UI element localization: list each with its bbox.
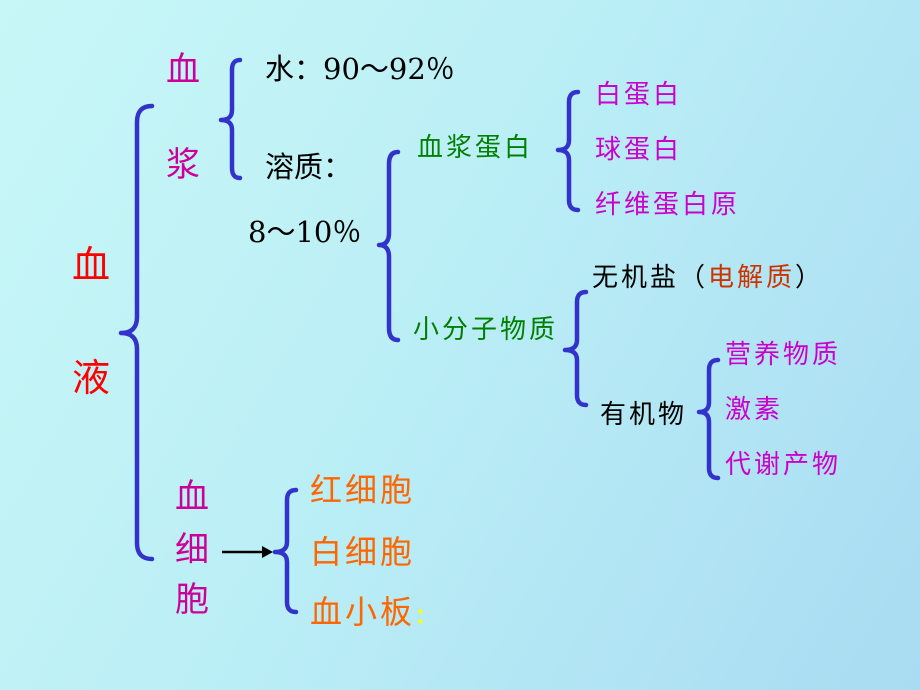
inorganic-salt-label: 无机盐（电解质） xyxy=(592,265,824,291)
organic-item: 营养物质 xyxy=(725,340,842,370)
brace-plasma xyxy=(218,57,243,181)
blood-cells-char-1: 血 xyxy=(175,477,209,517)
small-molecules-label: 小分子物质 xyxy=(413,315,559,345)
organic-label: 有机物 xyxy=(600,400,688,430)
blood-char-2: 液 xyxy=(72,356,111,400)
plasma-protein-item: 白蛋白 xyxy=(595,80,683,110)
plasma-protein-item: 球蛋白 xyxy=(595,135,683,165)
blood-cell-item: 红细胞 xyxy=(310,471,416,509)
trailing-colon: : xyxy=(415,593,429,631)
arrow-head-icon xyxy=(262,546,273,558)
organic-item: 代谢产物 xyxy=(725,450,842,480)
blood-cells-char-3: 胞 xyxy=(175,580,209,620)
brace-blood-cells xyxy=(272,487,299,615)
electrolyte-label: 电解质 xyxy=(708,263,796,293)
brace-plasma-protein xyxy=(555,89,581,213)
plasma-char-1: 血 xyxy=(166,50,200,90)
plasma-char-2: 浆 xyxy=(166,145,200,185)
solute-label: 溶质： xyxy=(265,150,353,184)
plasma-protein-label: 血浆蛋白 xyxy=(417,133,534,163)
solute-percentage: 8～10％ xyxy=(248,215,362,249)
plasma-protein-item: 纤维蛋白原 xyxy=(595,190,741,220)
brace-small-molecules xyxy=(562,289,589,408)
organic-item: 激素 xyxy=(725,395,784,425)
blood-cells-char-2: 细 xyxy=(175,530,209,570)
blood-char-1: 血 xyxy=(72,243,111,287)
inorganic-prefix: 无机盐（ xyxy=(592,263,709,293)
blood-cell-item: 血小板: xyxy=(310,596,429,628)
water-label: 水：90～92％ xyxy=(265,52,455,86)
blood-cell-item: 白细胞 xyxy=(310,533,416,571)
brace-organic xyxy=(696,357,721,481)
platelet-label: 血小板 xyxy=(310,593,416,631)
inorganic-suffix: ） xyxy=(795,263,825,293)
brace-blood xyxy=(118,103,155,562)
brace-solute xyxy=(376,149,401,343)
